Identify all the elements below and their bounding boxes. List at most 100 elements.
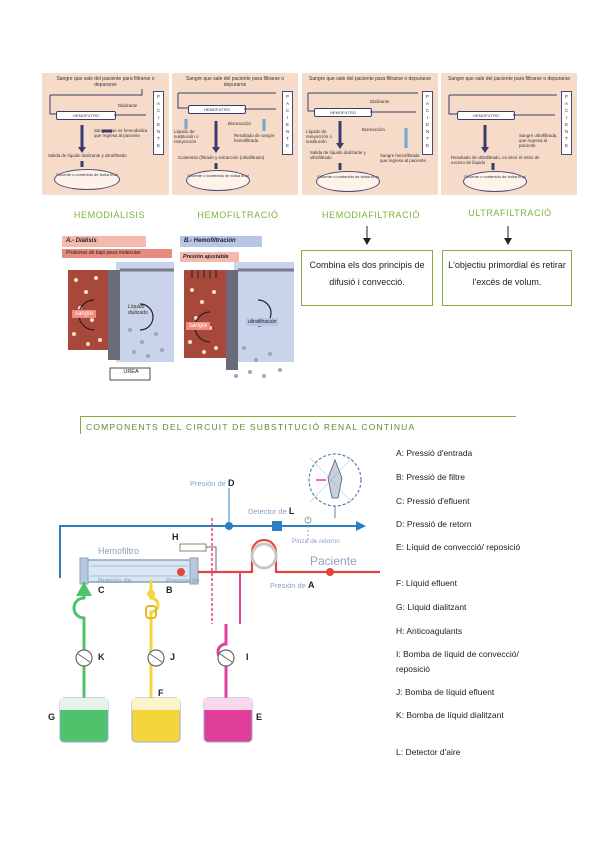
patient-letter: I [286, 115, 289, 120]
heading-ultrafiltration: ULTRAFILTRACIÓ [468, 208, 552, 218]
patient-letter: E [285, 122, 289, 127]
patient-letter: P [425, 94, 429, 99]
patient-letter: T [565, 136, 568, 141]
heading-hemodialysis: HEMODIÀLISIS [73, 210, 146, 220]
panel-label: Sangre hemofiltrada que regresa al pacie… [380, 153, 426, 164]
patient-letter: N [156, 129, 161, 134]
panel-ultrafiltration: Sangre que sale del paciente para filtra… [441, 73, 577, 195]
patient-letter: I [426, 115, 429, 120]
patient-letter: C [564, 108, 569, 113]
patient-letter: A [156, 101, 160, 106]
letter-h: H [172, 532, 179, 542]
patient-letter: T [426, 136, 429, 141]
patient-bar: P A C I E N T E [153, 91, 164, 155]
patient-letter: C [156, 108, 161, 113]
patient-letter: T [157, 136, 160, 141]
pressure-a-label: Presión de A [270, 580, 314, 590]
panel-label: Líquido de reinyección o sustitución [306, 129, 332, 145]
panel-arrows [49, 89, 146, 167]
panel-hemodialysis: Sangre que sale del paciente para filtra… [42, 73, 169, 195]
patient-letter: E [425, 143, 429, 148]
crrt-circuit-diagram [59, 453, 380, 743]
detector-text: Detector de [248, 507, 287, 516]
section-rule [80, 416, 516, 417]
heading-hemodiafiltration: HEMODIAFILTRACIÓ [322, 210, 420, 220]
pressure-b-label: Presión de B [166, 578, 206, 596]
patient-letter: E [425, 122, 429, 127]
patient-bar: P A C I E N T E [561, 91, 572, 155]
panel-arrows [177, 92, 276, 169]
pressure-a-letter: A [307, 580, 315, 590]
panel-title: Sangre que sale del paciente para filtra… [56, 76, 155, 88]
hemofiltration-pressure: Presión ajustable [180, 252, 239, 262]
down-arrow-icon [363, 226, 371, 245]
panel-label: Dializante [118, 103, 138, 108]
effluent-ellipse: Efluente o contenido de bolsa final [186, 170, 250, 191]
panel-label: Salida de líquido dializante y ultrafilt… [48, 153, 127, 158]
patient-letter: C [425, 108, 430, 113]
patient-letter: A [285, 101, 289, 106]
pressure-a-text: Presión de [270, 581, 306, 590]
pressure-d-letter: D [227, 478, 235, 488]
hemofiltration-title: B.- Hemofiltración [180, 236, 262, 247]
dialysis-fluid-label: Líquido dializado [128, 304, 148, 316]
panel-label: Bioreacción [228, 121, 251, 126]
legend-item: D: Pressió de retorn [396, 519, 472, 529]
panel-label: Sangre ultrafiltrada, que regresa al pac… [519, 133, 558, 149]
hemodiafiltration-box: Combina els dos principis de difusió i c… [301, 250, 433, 306]
dialysis-subtitle: Proteínas de bajo peso molecular [62, 249, 172, 258]
patient-bar: P A C I E N T E [282, 91, 293, 155]
pinza-label: Pinza de retorno [292, 538, 340, 545]
legend-item: J: Bomba de líquid efluent [396, 687, 495, 697]
patient-letter: E [564, 143, 568, 148]
patient-letter: P [156, 94, 160, 99]
patient-label: Paciente [310, 554, 357, 568]
legend-item: F: Líquid efluent [396, 578, 457, 588]
panel-label: Dializante [370, 99, 390, 104]
panel-hemodiafiltration: Sangre que sale del paciente para filtra… [302, 73, 438, 195]
hemofiltration-fluid-label: ultrafiltración [246, 318, 279, 326]
ultrafiltration-box: L'objectiu primordial és retirar l'excès… [442, 250, 572, 306]
dialysis-title: A.- Diálisis [62, 236, 146, 247]
patient-letter: N [285, 129, 290, 134]
patient-letter: E [156, 143, 160, 148]
patient-letter: N [425, 129, 430, 134]
patient-letter: N [564, 129, 569, 134]
panel-label: Bioreacción [362, 127, 385, 132]
effluent-ellipse: Efluente o contenido de bolsa final [316, 171, 380, 192]
section-rule-left [80, 416, 81, 434]
pressure-b-letter: B [166, 585, 173, 595]
patient-letter: T [286, 136, 289, 141]
panel-label: Sangre que se hemodializa que regresa al… [94, 128, 148, 139]
pump-i-label: I [246, 652, 249, 662]
legend-item: K: Bomba de líquid dialitzant [396, 710, 504, 720]
pump-k-label: K [98, 652, 105, 662]
panel-arrows [307, 92, 418, 170]
panel-title: Sangre que sale del paciente para filtra… [308, 76, 432, 82]
patient-letter: C [285, 108, 290, 113]
panel-title: Sangre que sale del paciente para filtra… [185, 76, 285, 88]
pump-j-label: J [170, 652, 176, 662]
patient-letter: E [564, 122, 568, 127]
panel-label: Líquido de sustitución o reinyección [174, 129, 199, 145]
panel-label: Contenido (filtrado y extracción (ultraf… [178, 155, 265, 160]
patient-letter: E [156, 122, 160, 127]
pressure-d-text: Presión de [190, 479, 226, 488]
hemofilter-label: Hemofiltro [98, 546, 140, 556]
bag-e-label: E [256, 712, 263, 722]
panel-label: Resultado de ultrafiltrado, es decir el … [451, 155, 540, 166]
patient-letter: E [285, 143, 289, 148]
legend-item: B: Pressió de filtre [396, 472, 465, 482]
patient-letter: I [565, 115, 568, 120]
bag-f-label: F [158, 688, 164, 698]
patient-letter: P [564, 94, 568, 99]
patient-letter: I [157, 115, 160, 120]
legend-item: H: Anticoagulants [396, 626, 463, 636]
pressure-c-text: Presión de [98, 578, 132, 585]
legend-item: A: Pressió d'entrada [396, 448, 473, 458]
hemofiltration-blood-label: sangre [186, 322, 211, 330]
section-title: COMPONENTS DEL CIRCUIT DE SUBSTITUCIÓ RE… [86, 422, 416, 432]
pressure-c-letter: C [98, 585, 105, 595]
pressure-c-label: Presión de C [98, 578, 138, 596]
urea-label: URÉA [123, 369, 139, 375]
